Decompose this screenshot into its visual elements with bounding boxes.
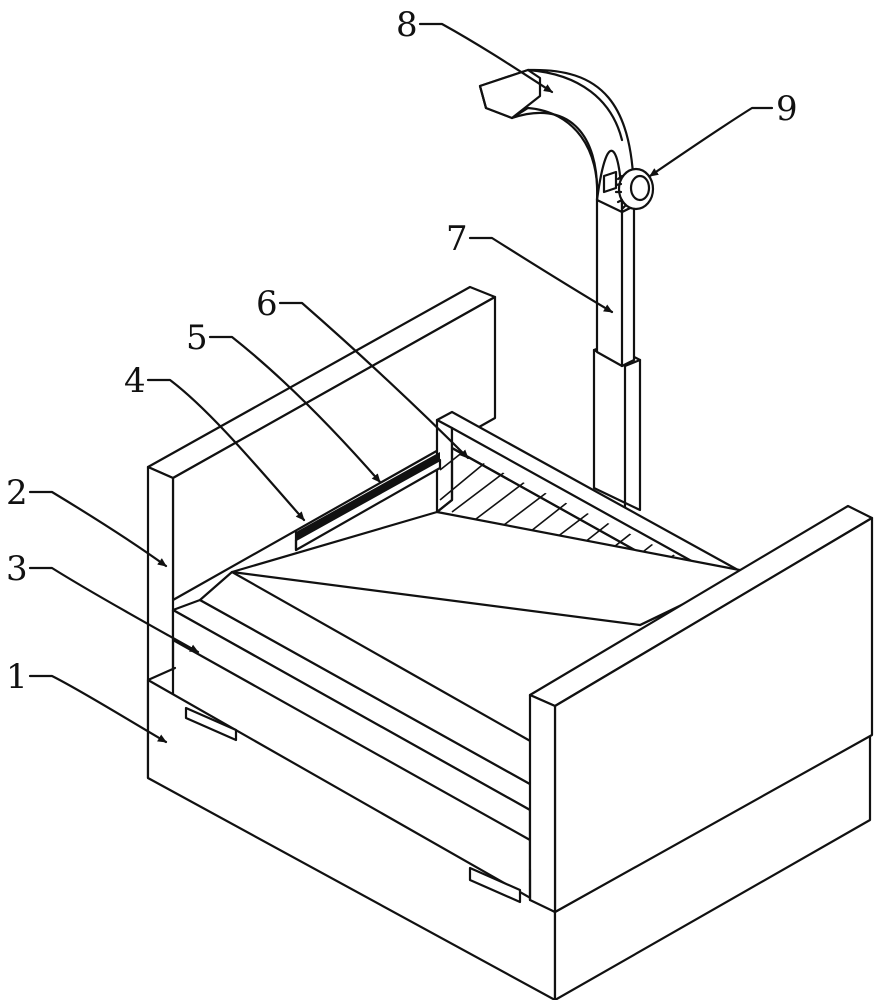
pole-assembly (478, 68, 655, 512)
tray (171, 510, 752, 872)
callout-3: 3 (6, 549, 28, 589)
callout-4: 4 (124, 361, 146, 401)
callout-1: 1 (6, 657, 28, 697)
callout-5: 5 (186, 318, 208, 358)
callout-labels: 1 2 3 4 5 6 7 8 9 (6, 5, 798, 697)
front-wall (528, 504, 874, 914)
callout-6: 6 (256, 284, 278, 324)
callout-8: 8 (396, 5, 418, 45)
callout-7: 7 (446, 219, 468, 259)
leader-lines (28, 22, 774, 744)
wall-strip (294, 452, 442, 552)
callout-9: 9 (776, 89, 798, 129)
callout-2: 2 (6, 473, 28, 513)
